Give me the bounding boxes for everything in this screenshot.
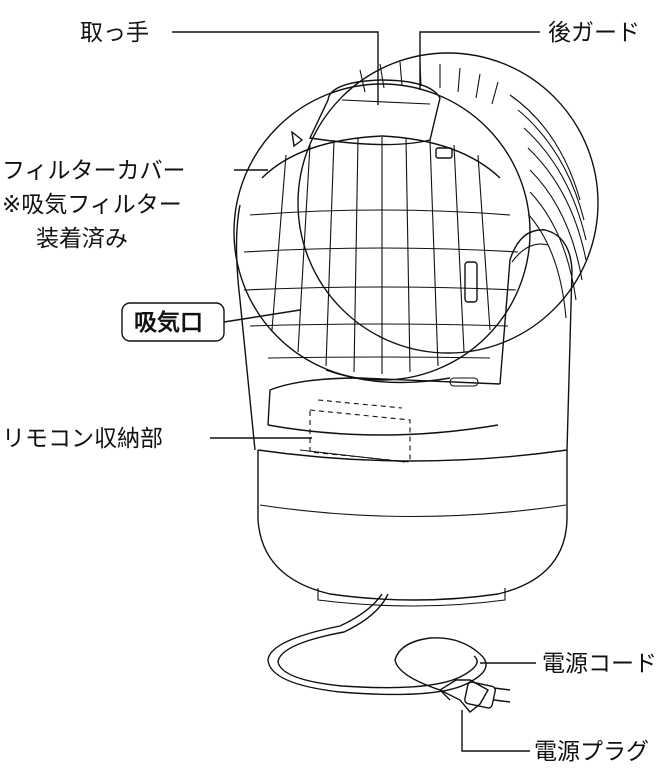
filter-cover-grid: [243, 130, 519, 387]
stand-yoke: [235, 204, 573, 451]
remote-storage-slot: [299, 399, 411, 463]
label-filter-cover: フィルターカバー: [2, 158, 186, 184]
leader-lines: [172, 31, 540, 752]
label-rear-guard: 後ガード: [548, 20, 640, 46]
label-filter-note-1: ※吸気フィルター: [2, 192, 182, 218]
label-handle: 取っ手: [80, 20, 149, 46]
label-intake: 吸気口: [134, 309, 203, 336]
handle: [308, 79, 441, 146]
label-remote-storage: リモコン収納部: [2, 426, 163, 452]
power-cord: [267, 593, 487, 701]
intake-callout: 吸気口: [121, 302, 225, 342]
label-filter-note-2: 装着済み: [36, 226, 128, 252]
power-plug: [438, 679, 511, 713]
label-power-cord: 電源コード: [542, 651, 657, 677]
fan-head: [233, 52, 599, 387]
rear-guard-slats: [359, 61, 587, 319]
base-body: [257, 449, 568, 607]
label-power-plug: 電源プラグ: [534, 739, 649, 765]
